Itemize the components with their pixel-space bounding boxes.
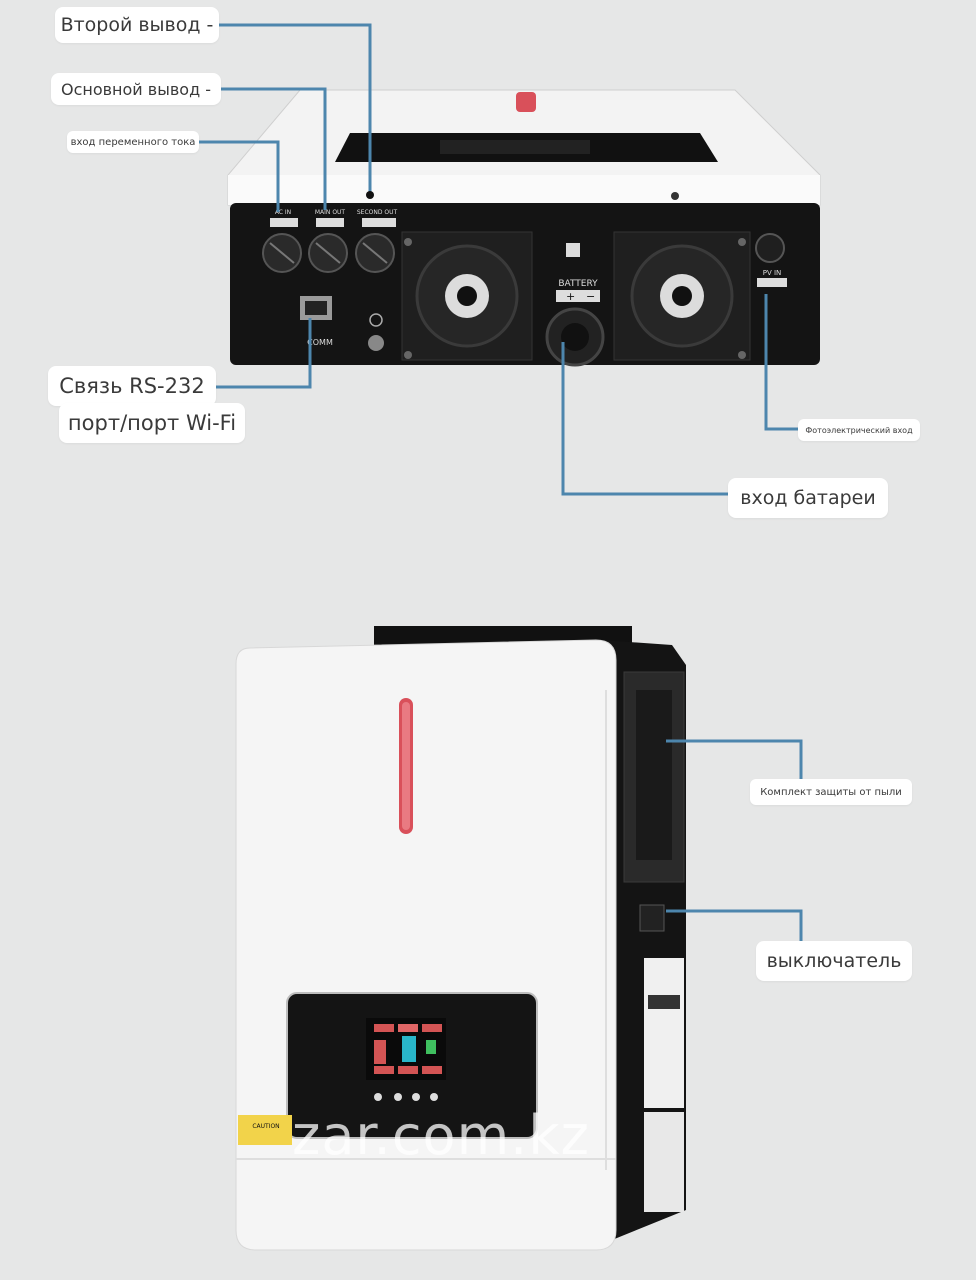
main-out-marking: MAIN OUT	[315, 209, 346, 216]
caution-marking: CAUTION	[252, 1123, 279, 1130]
second-out-marking: SECOND OUT	[357, 209, 398, 216]
callout-switch: выключатель	[756, 941, 912, 981]
side-label	[644, 958, 684, 1108]
callout-rs232-line2: порт/порт Wi-Fi	[59, 403, 245, 443]
callout-ac-input: вход переменного тока	[67, 131, 199, 153]
caution-sticker	[238, 1115, 292, 1145]
inverter-bottom-view: AC IN MAIN OUT SECOND OUT COMM BATTERY +…	[227, 89, 821, 367]
callout-rs232-line1: Связь RS-232	[48, 366, 216, 406]
ac-in-marking: AC IN	[275, 209, 291, 216]
callout-main-output: Основной вывод -	[51, 73, 221, 105]
callout-pv-input: Фотоэлектрический вход	[798, 419, 920, 441]
leader-lines	[198, 23, 803, 941]
svg-text:−: −	[586, 290, 595, 303]
callout-dust-kit: Комплект защиты от пыли	[750, 779, 912, 805]
pv-gland	[755, 233, 785, 263]
power-switch	[639, 904, 665, 932]
lid-red-indicator	[516, 92, 536, 112]
inverter-front-view: CAUTION	[235, 626, 686, 1251]
callout-second-output: Второй вывод -	[55, 7, 219, 43]
comm-marking: COMM	[307, 338, 333, 347]
battery-marking: BATTERY	[558, 279, 598, 289]
pv-in-marking: PV IN	[763, 269, 782, 277]
callout-battery-input: вход батареи	[728, 478, 888, 518]
svg-text:+: +	[566, 290, 575, 303]
watermark-text: zar.com.kz	[292, 1104, 590, 1167]
